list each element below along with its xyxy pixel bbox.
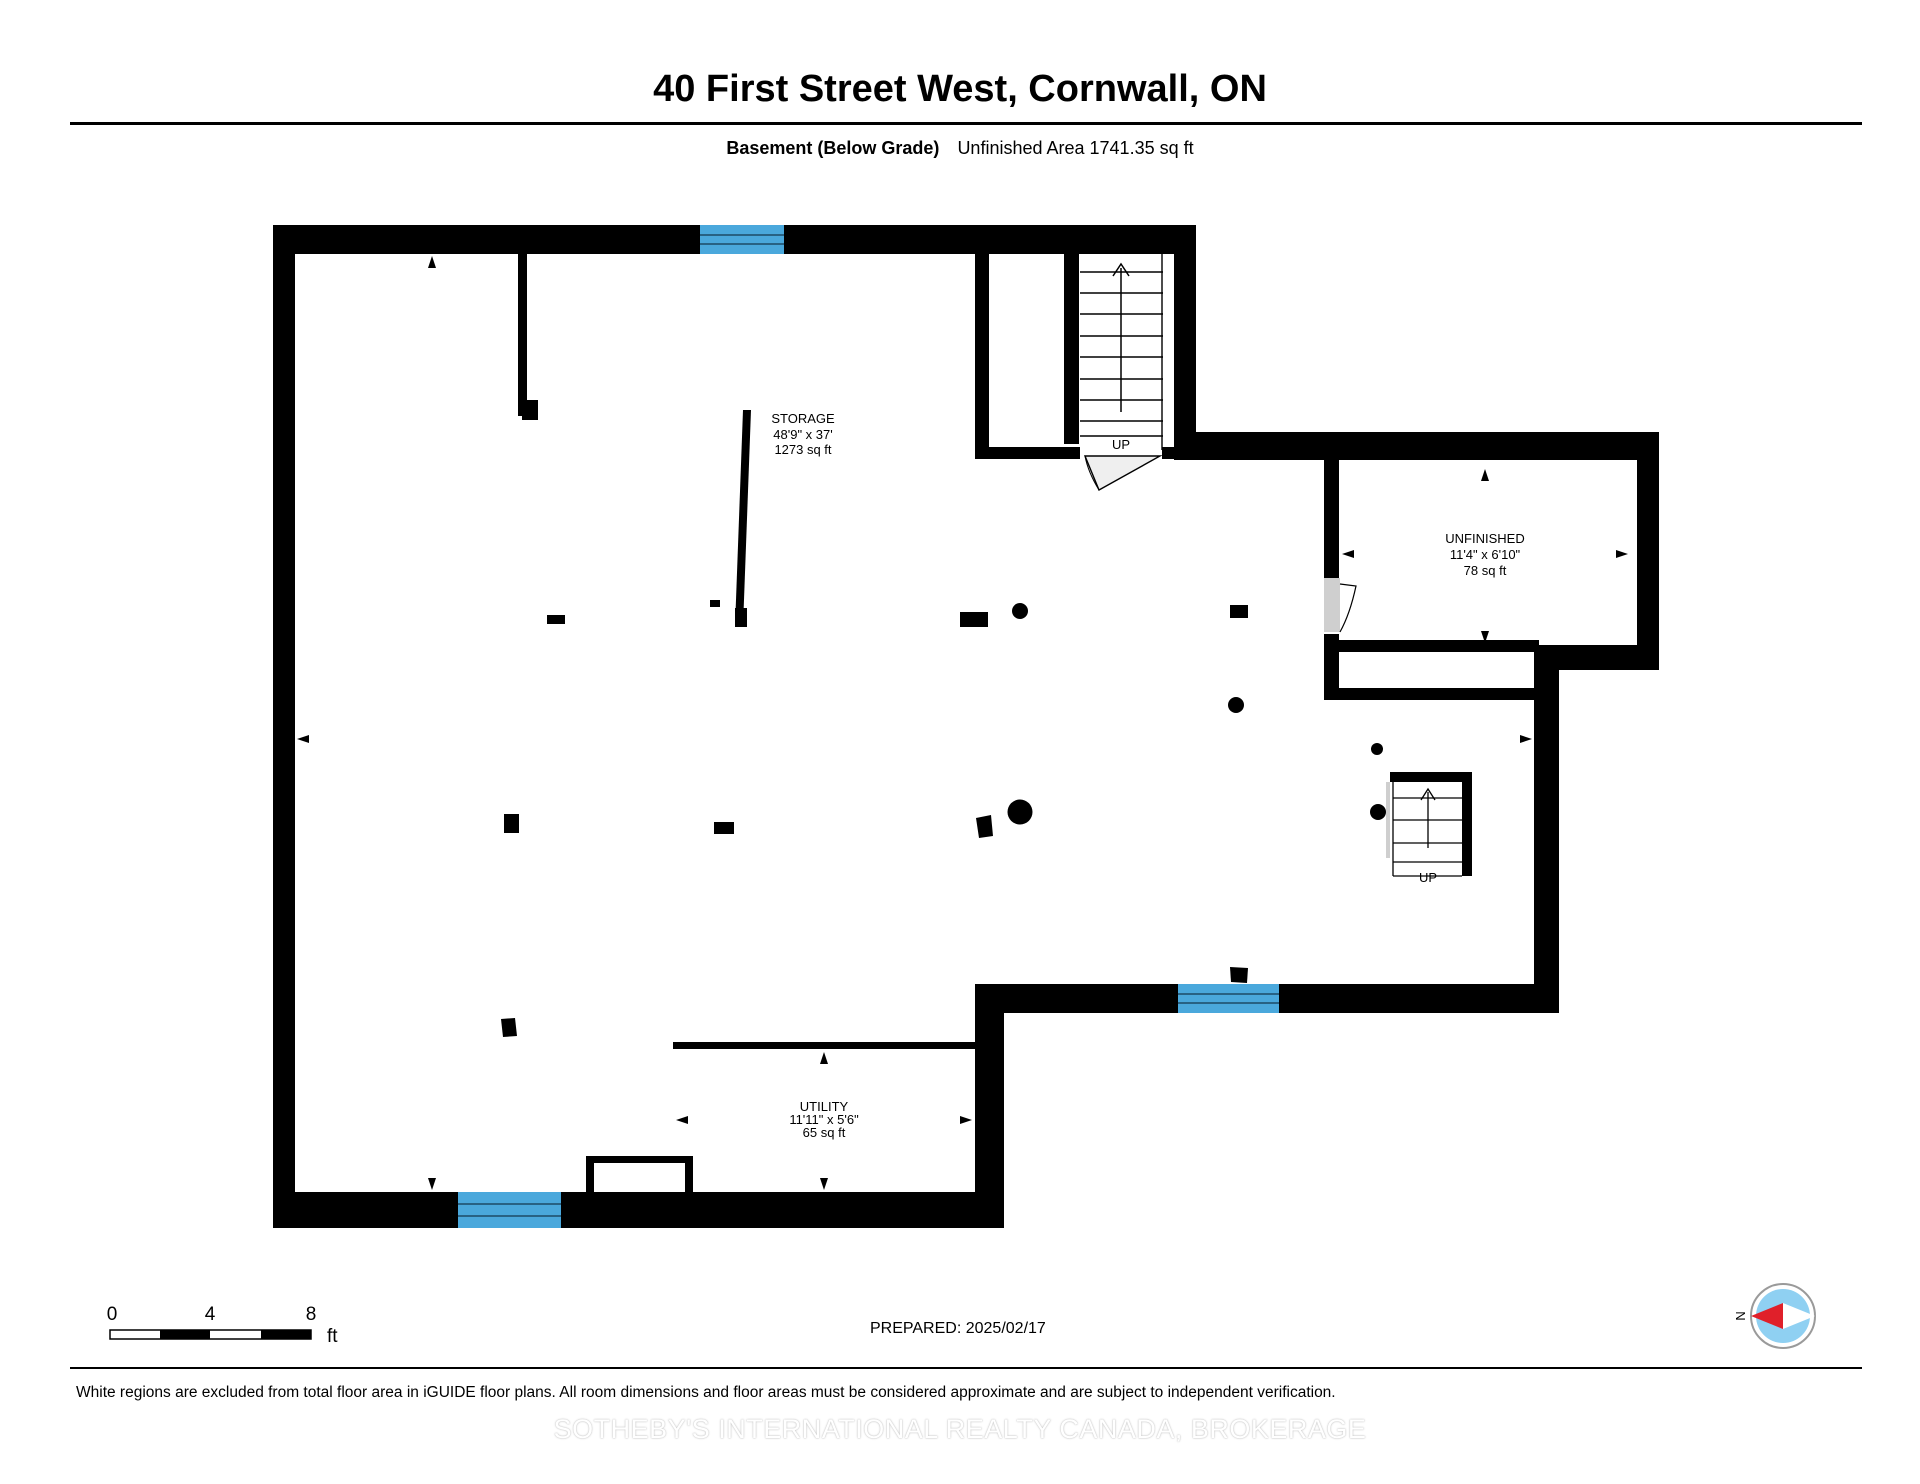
page-title: 40 First Street West, Cornwall, ON xyxy=(653,68,1267,110)
room-label-unfinished: UNFINISHED 11'4" x 6'10" 78 sq ft xyxy=(1445,531,1524,578)
scale-unit: ft xyxy=(327,1326,338,1347)
scale-tick-4: 4 xyxy=(205,1304,216,1325)
stairs-main xyxy=(1080,254,1163,450)
room-area: 1273 sq ft xyxy=(774,442,831,457)
dimension-arrows xyxy=(297,256,1628,1190)
door-swing-unfinished xyxy=(1324,578,1357,633)
room-dims: 48'9" x 37' xyxy=(773,427,832,442)
room-dims: 11'4" x 6'10" xyxy=(1450,547,1521,562)
level-name: Basement (Below Grade) xyxy=(726,138,940,158)
window-bottom xyxy=(458,1192,561,1228)
footer-divider xyxy=(70,1367,1862,1369)
scale-bar: 0 4 8 ft xyxy=(107,1304,339,1347)
stairs-small xyxy=(1386,772,1472,877)
prepared-date: PREPARED: 2025/02/17 xyxy=(870,1320,1046,1337)
room-area: 65 sq ft xyxy=(803,1125,846,1140)
scale-tick-8: 8 xyxy=(306,1304,317,1325)
windows xyxy=(458,225,1279,1228)
area-summary: Unfinished Area 1741.35 sq ft xyxy=(957,138,1194,158)
room-label-storage: STORAGE 48'9" x 37' 1273 sq ft xyxy=(771,411,835,457)
columns xyxy=(501,600,1386,1037)
room-dims: 11'11" x 5'6" xyxy=(789,1112,859,1127)
watermark: SOTHEBY'S INTERNATIONAL REALTY CANADA, B… xyxy=(553,1414,1367,1444)
door-swing-stairs xyxy=(1083,455,1163,491)
window-right xyxy=(1178,984,1279,1013)
room-label-utility: UTILITY 11'11" x 5'6" 65 sq ft xyxy=(789,1099,859,1140)
compass-icon: N xyxy=(1733,1283,1816,1349)
compass-north-label: N xyxy=(1733,1311,1748,1320)
window-top xyxy=(700,225,784,254)
stairs-small-up-label: UP xyxy=(1419,870,1437,885)
level-summary: Basement (Below Grade) Unfinished Area 17… xyxy=(0,138,1920,159)
stairs-main-up-label: UP xyxy=(1112,437,1130,452)
scale-tick-0: 0 xyxy=(107,1304,118,1325)
disclaimer: White regions are excluded from total fl… xyxy=(76,1384,1336,1401)
room-name: UTILITY xyxy=(800,1099,849,1114)
exterior-walls xyxy=(273,225,1659,1228)
room-name: UNFINISHED xyxy=(1445,531,1524,546)
header-divider xyxy=(70,122,1862,125)
interior-walls xyxy=(518,254,1539,1194)
room-area: 78 sq ft xyxy=(1464,563,1507,578)
room-name: STORAGE xyxy=(771,411,835,426)
